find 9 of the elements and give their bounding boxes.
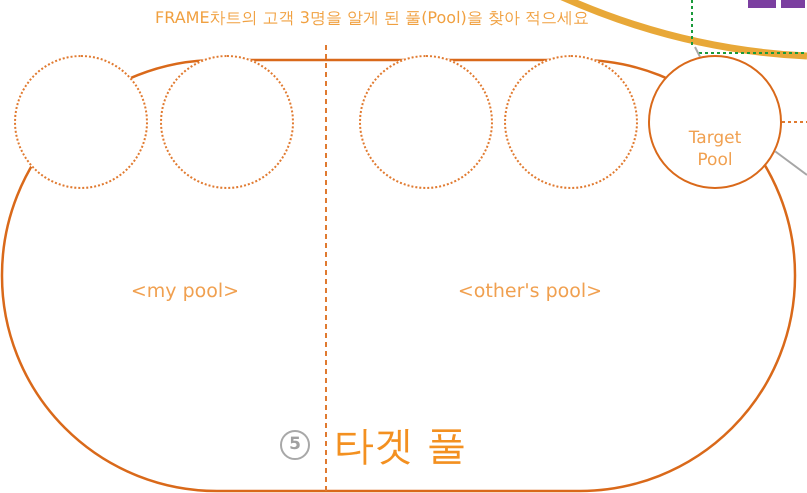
connector-line (694, 46, 701, 58)
instruction-text: FRAME차트의 고객 3명을 알게 된 풀(Pool)을 찾아 적으세요 (154, 8, 590, 29)
step-number: 5 (280, 430, 310, 460)
title: 타겟 풀 (334, 422, 467, 471)
section-label: <my pool> (130, 280, 240, 302)
connector-line (774, 150, 807, 176)
section-label: <other's pool> (456, 280, 604, 302)
circle-label: Target Pool (688, 127, 742, 171)
connector-line (782, 121, 807, 123)
